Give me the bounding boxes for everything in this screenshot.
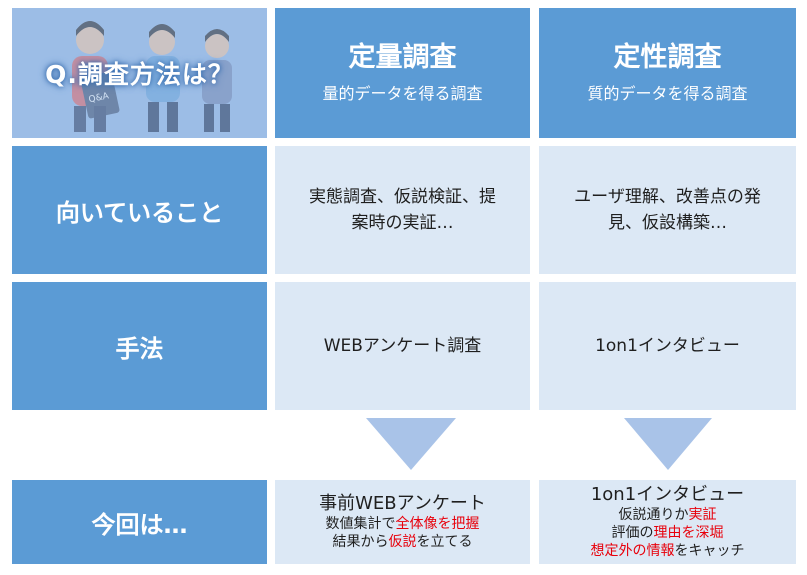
header-subtitle: 質的データを得る調査 bbox=[587, 83, 748, 103]
header-qualitative: 定性調査 質的データを得る調査 bbox=[539, 8, 796, 138]
result-text: 数値集計で bbox=[325, 515, 396, 532]
header-title: 定量調査 bbox=[348, 42, 457, 74]
result-qualitative: 1on1インタビュー 仮説通りか実証 評価の理由を深堀 想定外の情報をキャッチ bbox=[539, 480, 796, 564]
result-highlight: 想定外の情報 bbox=[590, 542, 675, 559]
qa-badge-text: Q&A bbox=[88, 91, 111, 105]
cell-line: 実態調査、仮説検証、提 bbox=[309, 186, 496, 207]
cell-line: 見、仮設構築… bbox=[607, 213, 727, 233]
result-line: 想定外の情報をキャッチ bbox=[591, 542, 745, 560]
result-highlight: 実証 bbox=[688, 506, 717, 523]
cell-method-qualitative: 1on1インタビュー bbox=[539, 282, 796, 410]
cell-method-quantitative: WEBアンケート調査 bbox=[275, 282, 530, 410]
result-highlight: 仮説 bbox=[388, 533, 417, 550]
down-arrow-icon bbox=[624, 418, 712, 470]
row-label-text: 今回は… bbox=[91, 510, 188, 539]
question-cell: Q&A Q.調査方法は？ bbox=[12, 8, 267, 138]
result-text: を立てる bbox=[416, 533, 473, 550]
row-label-result: 今回は… bbox=[12, 480, 267, 564]
cell-text: ユーザ理解、改善点の発 見、仮設構築… bbox=[574, 184, 761, 237]
cell-line: WEBアンケート調査 bbox=[323, 335, 482, 356]
cell-line: ユーザ理解、改善点の発 bbox=[574, 186, 761, 207]
cell-suitable-quantitative: 実態調査、仮説検証、提 案時の実証… bbox=[275, 146, 530, 274]
row-label-text: 向いていること bbox=[55, 198, 224, 227]
header-title: 定性調査 bbox=[613, 42, 722, 74]
result-text: をキャッチ bbox=[674, 542, 745, 559]
result-text: 結果から bbox=[332, 533, 389, 550]
result-quantitative: 事前WEBアンケート 数値集計で全体像を把握 結果から仮説を立てる bbox=[275, 480, 530, 564]
result-line: 結果から仮説を立てる bbox=[333, 533, 473, 551]
result-title: 事前WEBアンケート bbox=[319, 493, 486, 515]
cell-text: 実態調査、仮説検証、提 案時の実証… bbox=[309, 184, 496, 237]
header-quantitative: 定量調査 量的データを得る調査 bbox=[275, 8, 530, 138]
result-highlight: 理由を深堀 bbox=[653, 524, 724, 541]
result-line: 評価の理由を深堀 bbox=[612, 524, 724, 542]
header-subtitle: 量的データを得る調査 bbox=[322, 83, 483, 103]
result-title: 1on1インタビュー bbox=[590, 483, 745, 505]
result-line: 仮説通りか実証 bbox=[619, 506, 717, 524]
cell-line: 1on1インタビュー bbox=[595, 335, 740, 356]
down-arrow-icon bbox=[366, 418, 456, 470]
result-text: 仮説通りか bbox=[618, 506, 689, 523]
people-illustration: Q&A bbox=[72, 21, 232, 132]
row-label-suitable: 向いていること bbox=[12, 146, 267, 274]
cell-line: 案時の実証… bbox=[351, 213, 454, 233]
row-label-method: 手法 bbox=[12, 282, 267, 410]
row-label-text: 手法 bbox=[115, 334, 164, 363]
result-line: 数値集計で全体像を把握 bbox=[326, 515, 480, 533]
result-highlight: 全体像を把握 bbox=[395, 515, 480, 532]
question-label: Q.調査方法は？ bbox=[45, 60, 234, 89]
result-text: 評価の bbox=[611, 524, 654, 541]
cell-suitable-qualitative: ユーザ理解、改善点の発 見、仮設構築… bbox=[539, 146, 796, 274]
